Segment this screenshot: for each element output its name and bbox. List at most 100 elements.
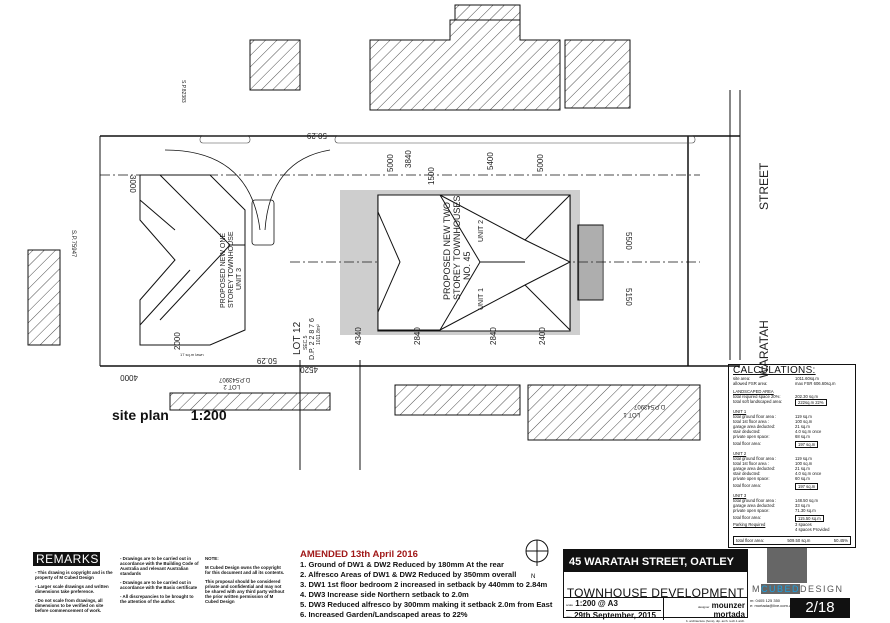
calc-value: 21 sq.m: [795, 466, 810, 471]
dim: 5000: [386, 154, 395, 172]
amendments: AMENDED 13th April 2016 1. Ground of DW1…: [300, 549, 552, 620]
dim: 5150: [624, 288, 633, 306]
calc-label: stair deducted:: [733, 429, 761, 434]
remarks-col3: NOTE: M Cubed Design owns the copyright f…: [205, 556, 287, 608]
remark: - This drawing is copyright and is the p…: [35, 570, 113, 580]
drawing-scale: 1:200: [190, 407, 227, 423]
calc-value: 71.30 sq.m: [795, 508, 816, 513]
calc-value: 115.50 sq.m: [795, 515, 824, 522]
dim: 4000: [120, 373, 138, 382]
neighbour-sp82383: S.P.82383: [180, 80, 186, 103]
dim: 2840: [489, 327, 498, 345]
dim: 5000: [536, 154, 545, 172]
calc-label: total ground floor area :: [733, 414, 777, 419]
amendment-item: 5. DW3 Reduced alfresco by 300mm making …: [300, 600, 553, 609]
hedge: [199, 135, 696, 144]
calc-section: UNIT 3: [733, 493, 747, 498]
neighbouring-buildings-top: [249, 4, 631, 111]
dim: 4340: [354, 327, 363, 345]
amendment-item: 6. Increased Garden/Landscaped areas to …: [300, 610, 468, 619]
calc-label: total soft landscaped area:: [733, 399, 783, 404]
email: e: mortada@live.com.au: [750, 603, 794, 608]
amendment-item: 3. DW1 1st floor bedroom 2 increased in …: [300, 580, 548, 589]
calc-value: 197 sq.m: [795, 483, 819, 490]
designer-label: designer: [697, 605, 710, 609]
remark: NOTE:: [205, 556, 219, 561]
neighbour-sp75947: S.P.75947: [70, 230, 76, 258]
unit2-label: UNIT 2: [478, 220, 485, 242]
driveway: [164, 149, 331, 246]
calc-label: private open space:: [733, 508, 770, 513]
unit3-label-line1: PROPOSED NEW ONE: [220, 233, 227, 308]
calc-value: 100 sq.m: [795, 461, 813, 466]
north-arrow-icon: [525, 539, 549, 566]
remark: This proposal should be considered priva…: [205, 579, 285, 604]
building-label-line1: PROPOSED NEW TWO: [442, 202, 452, 300]
dim: 5500: [624, 232, 633, 250]
remark: M Cubed Design owns the copyright for th…: [205, 565, 285, 575]
lot-label: LOT 12: [292, 321, 303, 355]
amendments-heading: AMENDED 13th April 2016: [300, 549, 418, 560]
neighbour-lot2: LOT 2: [223, 383, 240, 389]
calc-value: 509.50 sq.m: [787, 538, 811, 543]
amendment-item: 4. DW3 Increase side Northern setback to…: [300, 590, 469, 599]
calc-value: max FSR 606.60sq.m: [795, 381, 836, 386]
designer-name: mounzer mortada: [711, 601, 745, 619]
calc-value: 4.0 sq.m once: [795, 471, 822, 476]
calc-value: 1011.60sq.m: [795, 376, 819, 381]
unit1-label: UNIT 1: [478, 288, 485, 310]
amendment-item: 1. Ground of DW1 & DW2 Reduced by 180mm …: [300, 560, 504, 569]
drawing-title: site plan 1:200: [112, 407, 227, 423]
remarks-col2: - Drawings are to be carried out in acco…: [120, 556, 200, 608]
lawn-label: 17 sq.m lawn: [180, 352, 204, 357]
calc-label: total ground floor area :: [733, 456, 777, 461]
calc-label: total floor area:: [733, 483, 761, 488]
drawing-title-text: site plan: [112, 407, 169, 423]
remarks-heading: REMARKS:: [33, 552, 102, 566]
calc-label: total 1st floor area :: [733, 461, 769, 466]
calc-section: UNIT 2: [733, 451, 747, 456]
address: 45 WARATAH STREET, OATLEY: [564, 550, 747, 572]
logo-wordmark: MCUBEDDESIGN: [752, 584, 844, 594]
project-name: TOWNHOUSE DEVELOPMENT: [566, 586, 745, 600]
calculations-title: CALCULATIONS:: [733, 365, 816, 376]
street-name-waratah: WARATAH: [757, 320, 771, 378]
calc-value: 3 spaces: [795, 522, 812, 527]
neighbouring-buildings-bottom: [27, 249, 701, 441]
amendment-item: 2. Alfresco Areas of DW1 & DW2 Reduced b…: [300, 570, 517, 579]
dim: 2840: [413, 327, 422, 345]
calc-value: 33 sq.m: [795, 503, 810, 508]
calc-label: garage area deducted:: [733, 424, 776, 429]
calc-section: UNIT 1: [733, 409, 747, 414]
calc-value: 21 sq.m: [795, 424, 810, 429]
dim: 4520: [300, 365, 318, 374]
calc-label: private open space:: [733, 476, 770, 481]
calc-label: total floor area:: [733, 515, 761, 520]
lot-area: 1011.8m²: [316, 324, 322, 345]
scale-value: 1:200 @ A3: [575, 599, 618, 608]
neighbour-lot1-dp: D.P.543907: [633, 403, 665, 409]
lot-sec: SEC.5: [303, 335, 309, 350]
building-label-line3: NO. 45: [462, 251, 472, 280]
calc-label: garage area deducted:: [733, 503, 776, 508]
dim: 50.29: [256, 356, 277, 365]
calc-label: stair deducted:: [733, 471, 761, 476]
neighbour-lot2-dp: D.P.543907: [218, 376, 250, 382]
calc-value: 4.0 sq.m once: [795, 429, 822, 434]
designer-quals: b. architecture (hons), dip. arch. rech.…: [685, 619, 745, 623]
townhouses-roof-plan: [340, 190, 604, 335]
calc-value: 100 sq.m: [795, 419, 813, 424]
dim: 3840: [404, 150, 413, 168]
dim: 1500: [427, 167, 436, 185]
unit3-roof-plan: [139, 174, 246, 346]
street-name-street: STREET: [757, 162, 771, 210]
calc-value: 197 sq.m: [795, 441, 819, 448]
dim: 5400: [486, 152, 495, 170]
calc-value: 68 sq.m: [795, 434, 810, 439]
dim: 2400: [538, 327, 547, 345]
calc-section: LANDSCAPED AREA: [733, 389, 774, 394]
